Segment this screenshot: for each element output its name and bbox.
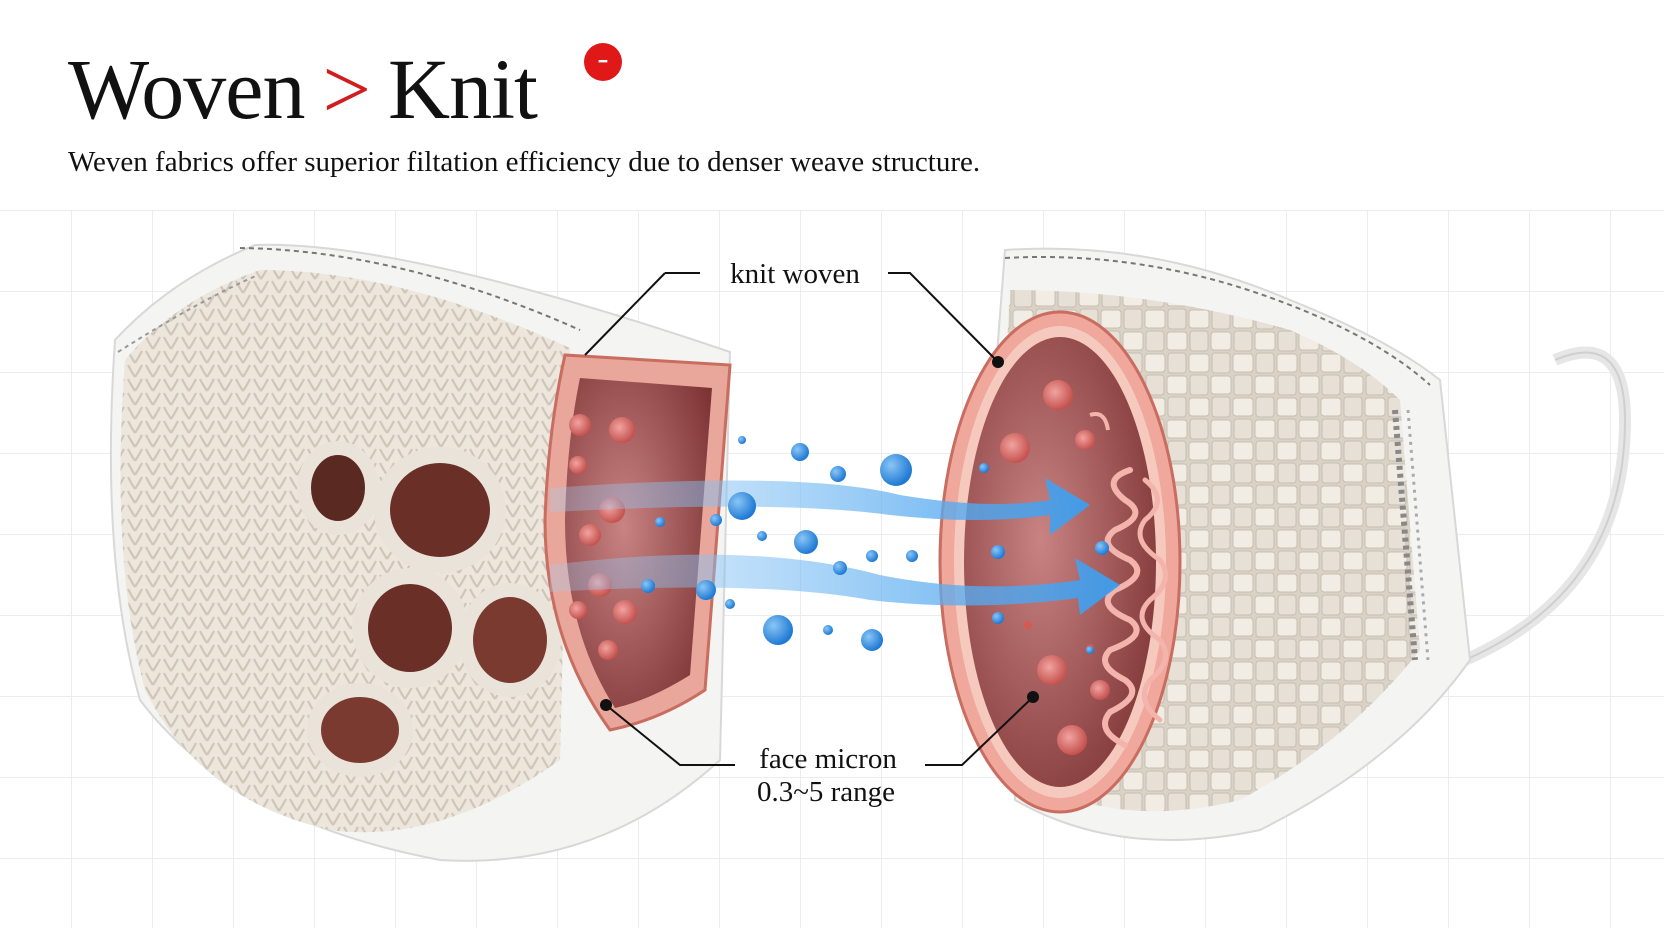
minus-circle-icon: ━ [584,43,622,81]
callout-bottom-label-line1: face micron [759,743,897,775]
title-knit: Knit [387,41,538,137]
page-title: Woven>Knit [68,41,538,137]
airflow-arrow-lower [550,554,1120,615]
airflow [550,436,1120,654]
airflow-arrow-upper [550,478,1090,535]
woven-mask [938,247,1632,841]
subtitle: Weven fabrics offer superior filtation e… [68,146,981,178]
woven-cross-section [938,310,1182,814]
title-operator: > [322,41,371,137]
callout-top-label: knit woven [730,258,860,290]
callout-bottom: face micron 0.3~5 range [600,691,1039,808]
title-woven: Woven [68,41,305,137]
knit-cross-section [543,353,732,732]
knit-holes [297,441,561,777]
callout-top: knit woven [584,258,1004,368]
knit-mask [109,243,732,862]
ear-loop [1462,346,1632,666]
airborne-particles [641,436,1109,654]
callout-bottom-label-line2: 0.3~5 range [757,776,895,808]
